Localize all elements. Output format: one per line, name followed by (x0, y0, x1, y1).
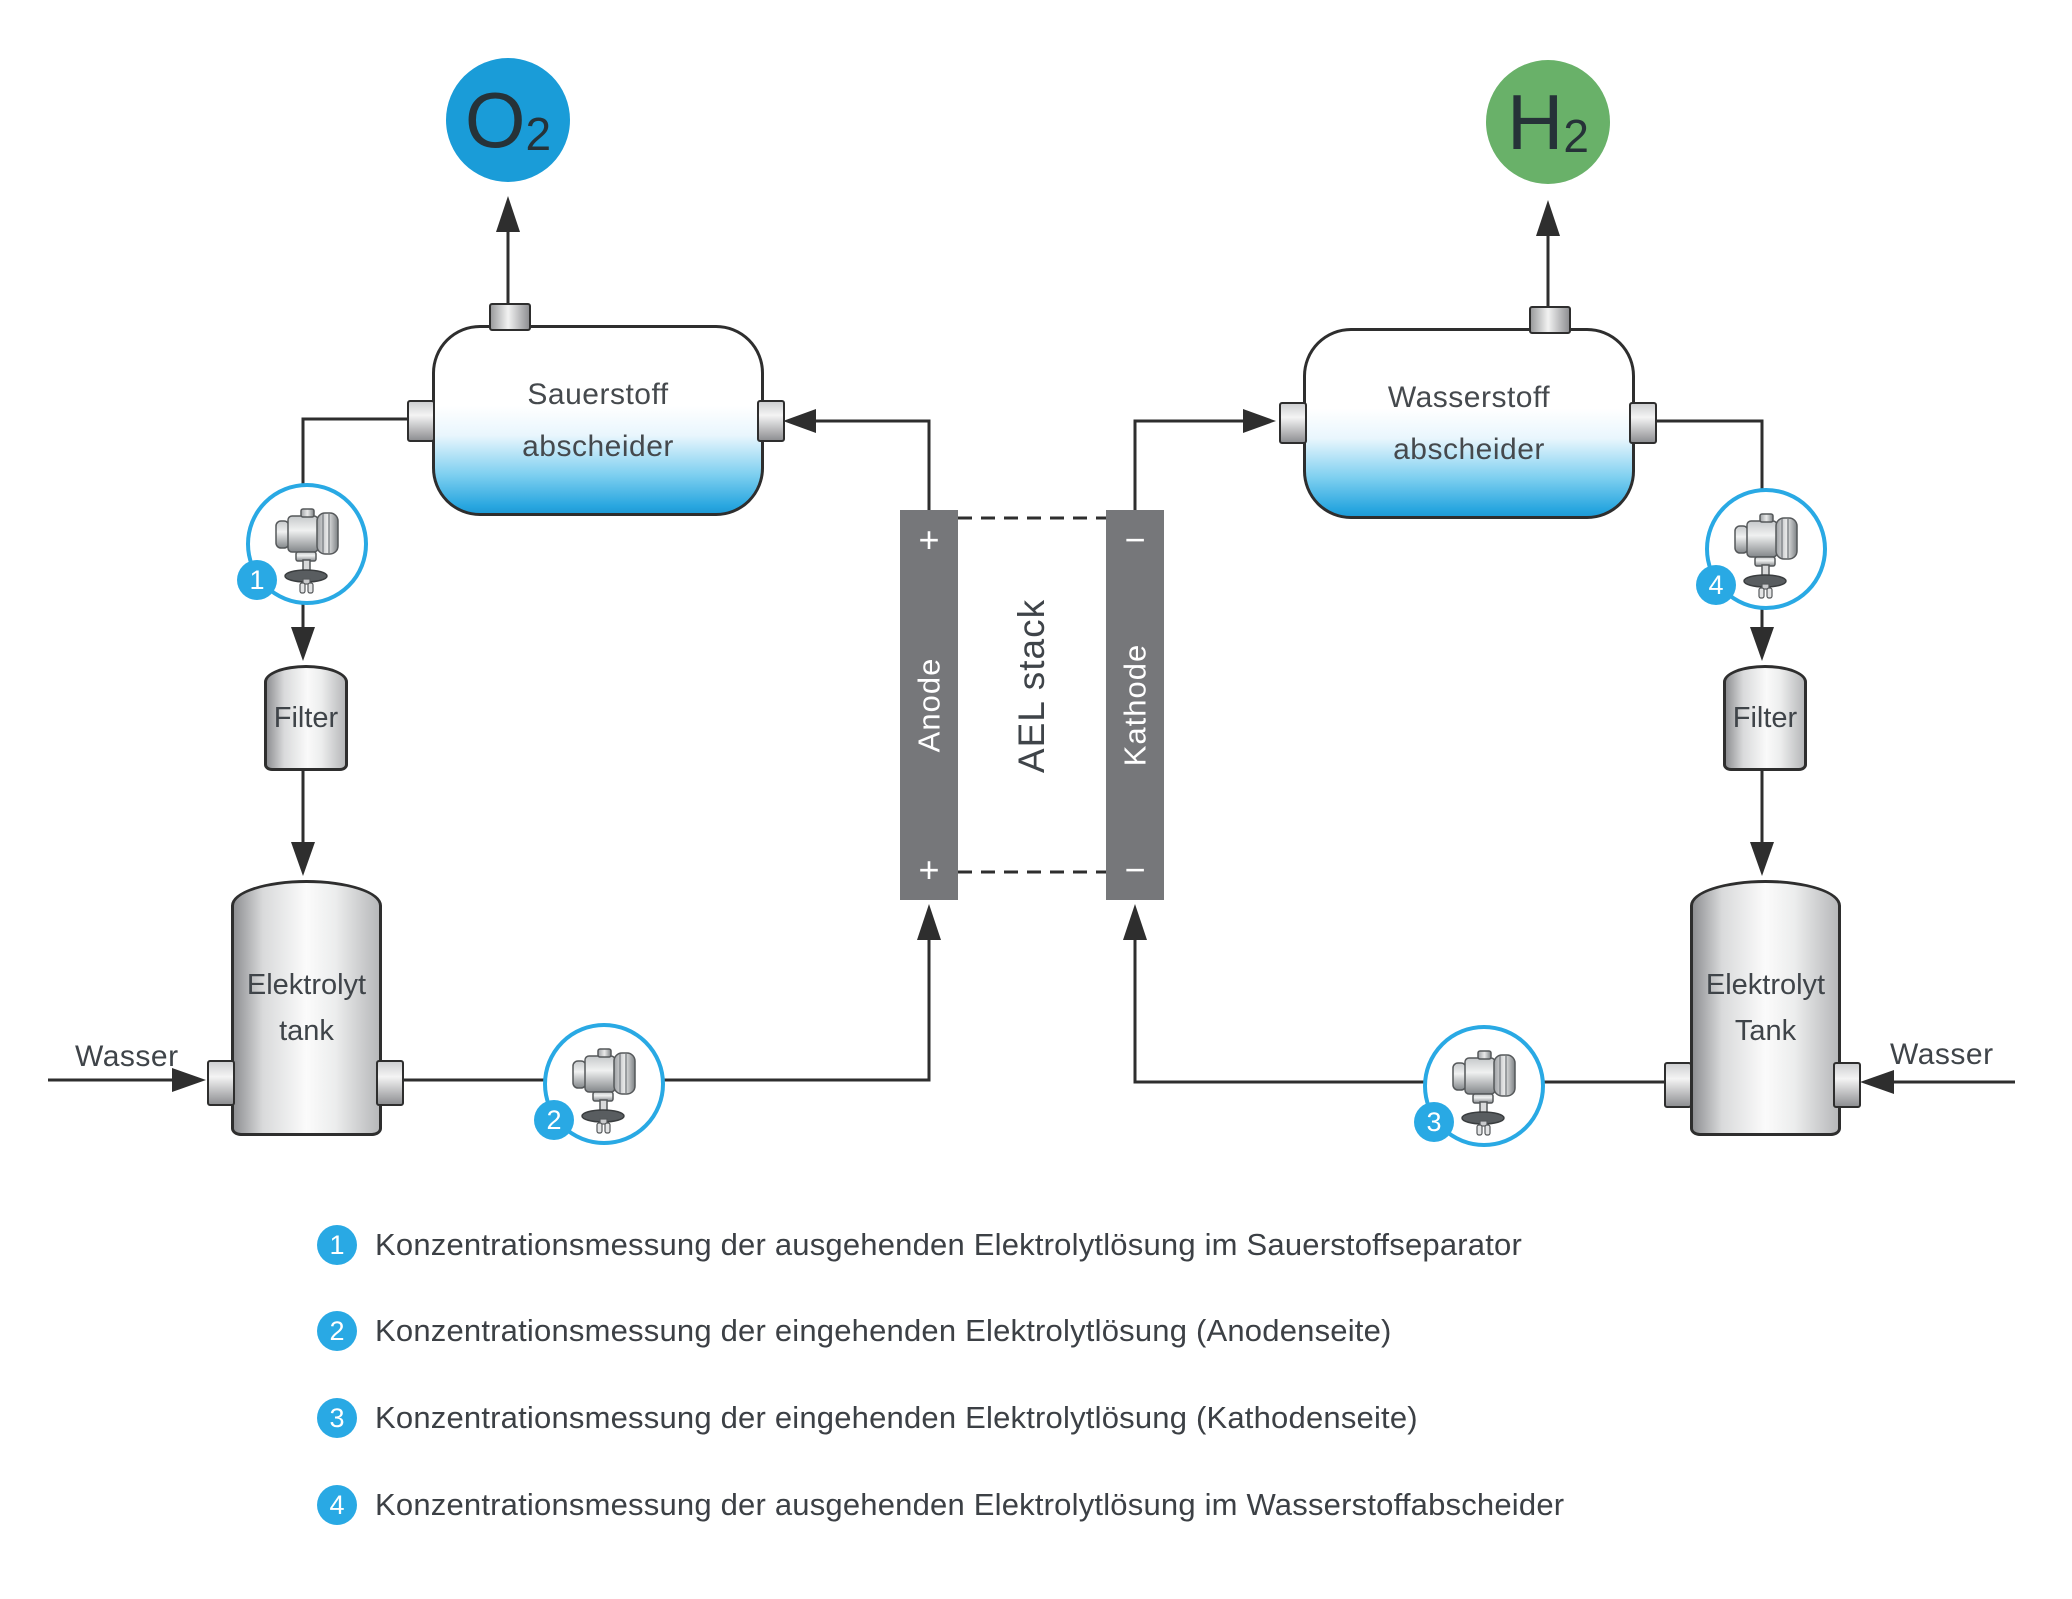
anode-label: Anode (911, 657, 947, 753)
o2-symbol: O (464, 76, 526, 164)
legend-badge-4: 4 (317, 1485, 357, 1525)
legend-text-1: Konzentrationsmessung der ausgehenden El… (375, 1227, 1523, 1262)
o2-subscript: 2 (525, 108, 552, 160)
electrolyte-tank-right-line2: Tank (1734, 1015, 1797, 1047)
filter-right: Filter (1723, 665, 1807, 771)
kathode-bar: − Kathode − (1106, 510, 1164, 900)
tank-left-inlet-nozzle (207, 1060, 235, 1106)
tank-left-outlet-nozzle (376, 1060, 404, 1106)
hydrogen-separator-right-nozzle (1629, 402, 1657, 444)
electrolyte-tank-left-line1: Elektrolyt (246, 969, 367, 1001)
legend-item-3: 3 Konzentrationsmessung der eingehenden … (317, 1398, 1418, 1438)
oxygen-separator-right-nozzle (757, 400, 785, 442)
electrolyte-tank-right: Elektrolyt Tank (1690, 880, 1841, 1136)
hydrogen-separator-label-line2: abscheider (1393, 432, 1545, 466)
sensor-4-badge: 4 (1696, 565, 1736, 605)
legend-text-2: Konzentrationsmessung der eingehenden El… (375, 1313, 1392, 1348)
ael-stack-label: AEL stack (1011, 598, 1052, 774)
legend-text-3: Konzentrationsmessung der eingehenden El… (375, 1400, 1418, 1435)
h2-symbol: H (1507, 78, 1564, 166)
oxygen-separator-left-nozzle (407, 400, 435, 442)
kathode-label: Kathode (1117, 643, 1152, 767)
anode-plus-top: + (918, 519, 940, 560)
hydrogen-separator-label-line1: Wasserstoff (1387, 380, 1551, 414)
sensor-3-badge: 3 (1414, 1102, 1454, 1142)
electrolyte-tank-left-line2: tank (279, 1015, 334, 1047)
kathode-minus-top: − (1124, 519, 1146, 560)
legend-item-4: 4 Konzentrationsmessung der ausgehenden … (317, 1485, 1564, 1525)
hydrogen-separator-top-nozzle (1529, 306, 1571, 334)
anode-plus-bottom: + (918, 849, 940, 890)
sensor-1-badge: 1 (237, 560, 277, 600)
filter-left-label: Filter (273, 701, 339, 734)
arrowheads (172, 196, 1894, 1094)
kathode-minus-bottom: − (1124, 849, 1146, 890)
legend-badge-1: 1 (317, 1225, 357, 1265)
legend-badge-3: 3 (317, 1398, 357, 1438)
h2-subscript: 2 (1563, 110, 1589, 162)
water-label-left: Wasser (75, 1040, 179, 1073)
legend-item-1: 1 Konzentrationsmessung der ausgehenden … (317, 1225, 1522, 1265)
water-label-right: Wasser (1890, 1038, 1994, 1071)
oxygen-separator-label-line1: Sauerstoff (527, 377, 669, 411)
tank-right-inlet-nozzle (1833, 1062, 1861, 1108)
anode-bar: + Anode + (900, 510, 958, 900)
sensor-2-badge: 2 (534, 1100, 574, 1140)
oxygen-separator-vessel: Sauerstoff abscheider (432, 325, 764, 516)
legend-item-2: 2 Konzentrationsmessung der eingehenden … (317, 1311, 1392, 1351)
tank-right-outlet-nozzle (1664, 1062, 1692, 1108)
filter-left: Filter (264, 665, 348, 771)
sensor-2 (543, 1023, 665, 1145)
oxygen-separator-label-line2: abscheider (522, 429, 674, 463)
electrolyte-tank-right-line1: Elektrolyt (1705, 969, 1826, 1001)
filter-right-label: Filter (1732, 701, 1798, 734)
electrolyte-tank-left: Elektrolyt tank (231, 880, 382, 1136)
hydrogen-separator-left-nozzle (1279, 402, 1307, 444)
legend-text-4: Konzentrationsmessung der ausgehenden El… (375, 1487, 1565, 1522)
legend-badge-2: 2 (317, 1311, 357, 1351)
oxygen-separator-top-nozzle (489, 303, 531, 331)
hydrogen-separator-vessel: Wasserstoff abscheider (1303, 328, 1635, 519)
